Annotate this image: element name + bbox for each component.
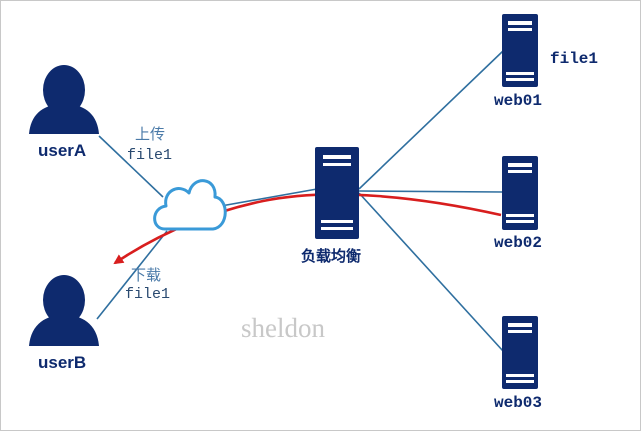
load-balancer-label: 负载均衡 bbox=[301, 247, 362, 265]
web02-label: web02 bbox=[494, 234, 543, 252]
user-a-label: userA bbox=[38, 141, 87, 160]
link-lb-web01 bbox=[358, 50, 504, 190]
cloud-icon bbox=[153, 179, 227, 231]
web03-label: web03 bbox=[494, 394, 543, 412]
download-arrow bbox=[113, 193, 502, 265]
link-cloud-lb bbox=[220, 188, 318, 207]
server-icon bbox=[502, 156, 538, 230]
user-b-label: userB bbox=[38, 353, 87, 372]
server-icon bbox=[502, 14, 538, 87]
web01-file-label: file1 bbox=[550, 50, 599, 68]
link-usera-cloud bbox=[98, 135, 164, 198]
server-icon bbox=[315, 147, 359, 239]
download-file-label: file1 bbox=[125, 286, 171, 303]
download-action-label: 下载 bbox=[131, 266, 162, 284]
upload-action-label: 上传 bbox=[135, 125, 166, 143]
server-icon bbox=[502, 316, 538, 389]
link-cloud-userb bbox=[96, 230, 168, 320]
link-lb-web03 bbox=[358, 192, 504, 352]
link-lb-web02 bbox=[358, 190, 504, 193]
user-icon bbox=[29, 65, 99, 134]
user-icon bbox=[29, 275, 99, 346]
watermark: sheldon bbox=[241, 313, 325, 343]
web01-label: web01 bbox=[494, 92, 543, 110]
connection-lines bbox=[96, 50, 504, 352]
upload-file-label: file1 bbox=[127, 147, 173, 164]
